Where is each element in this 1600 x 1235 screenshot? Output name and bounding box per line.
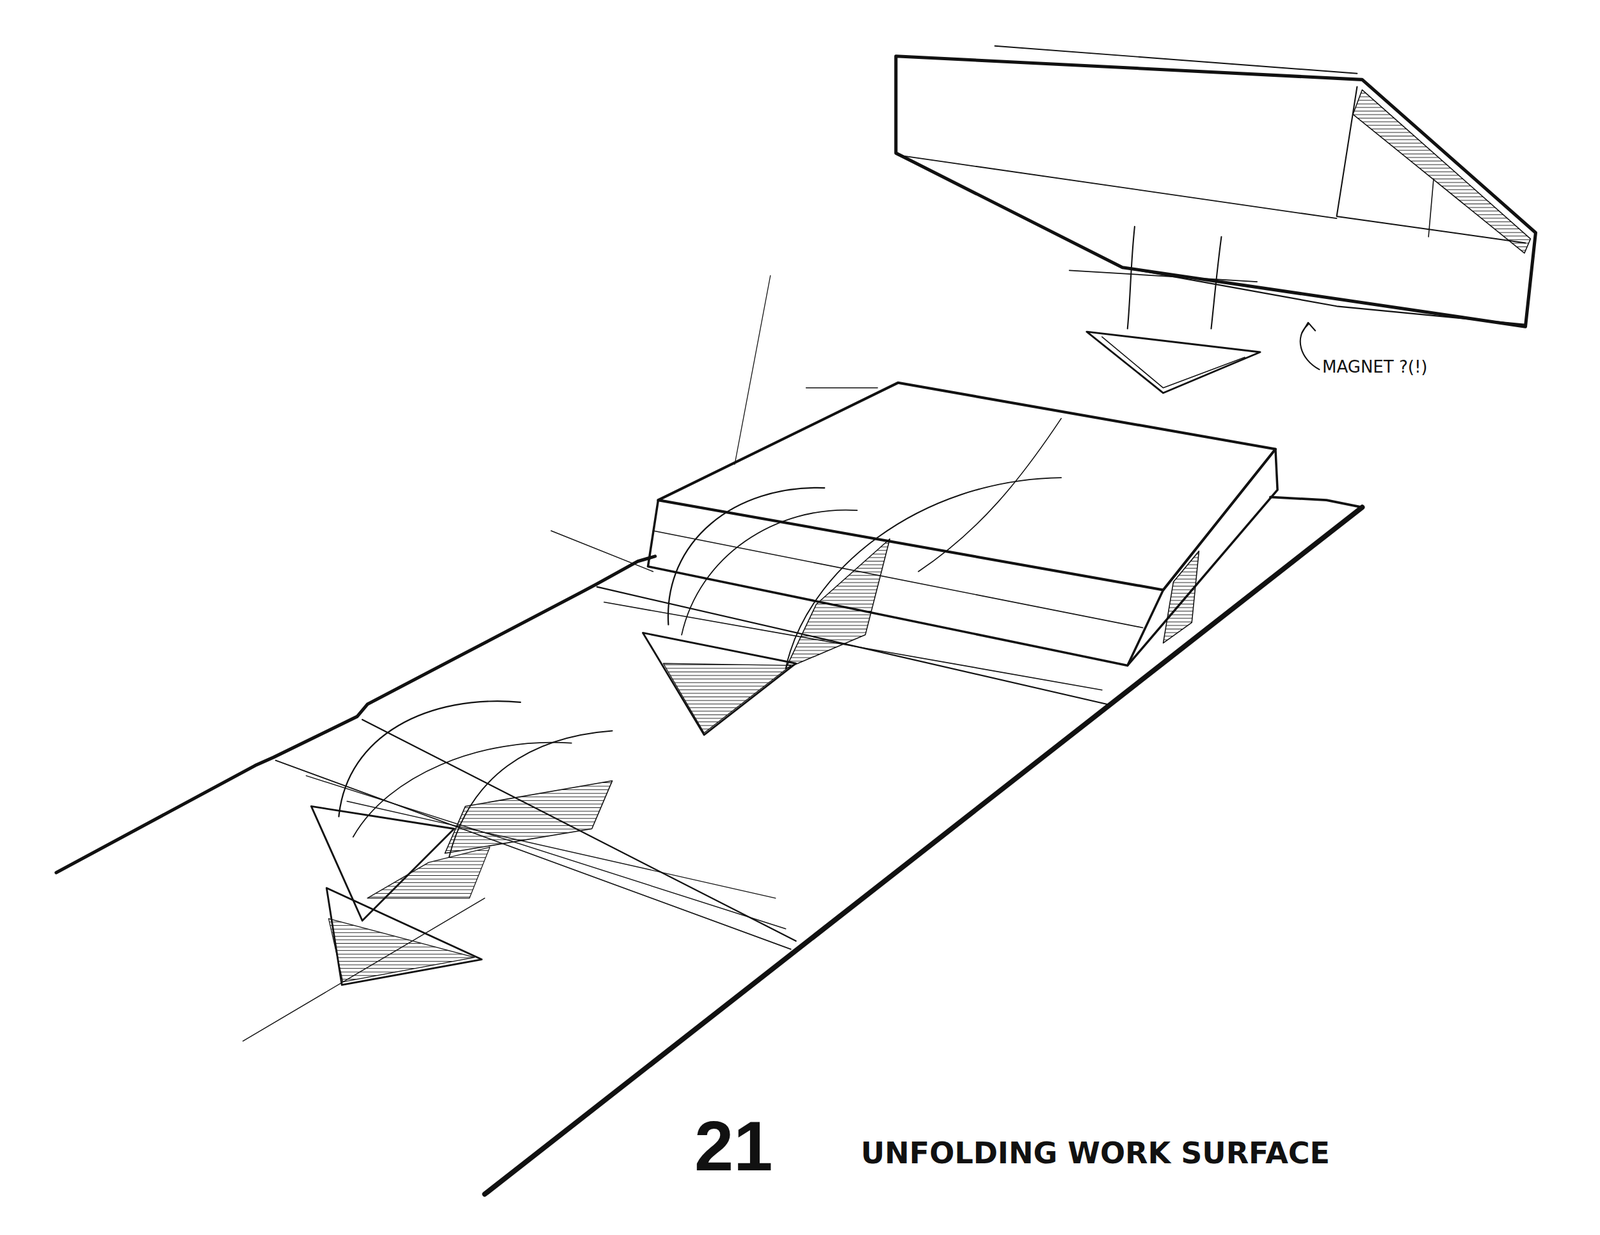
leader-arrowhead [1301, 322, 1316, 333]
raised-box [647, 275, 1278, 665]
figure-number: 21 [694, 1110, 773, 1181]
callout-label: MAGNET ?(!) [1322, 358, 1428, 376]
drop-arrow [1069, 226, 1261, 393]
fold-arrows [311, 477, 1062, 985]
caption: UNFOLDING WORK SURFACE [860, 1137, 1330, 1168]
